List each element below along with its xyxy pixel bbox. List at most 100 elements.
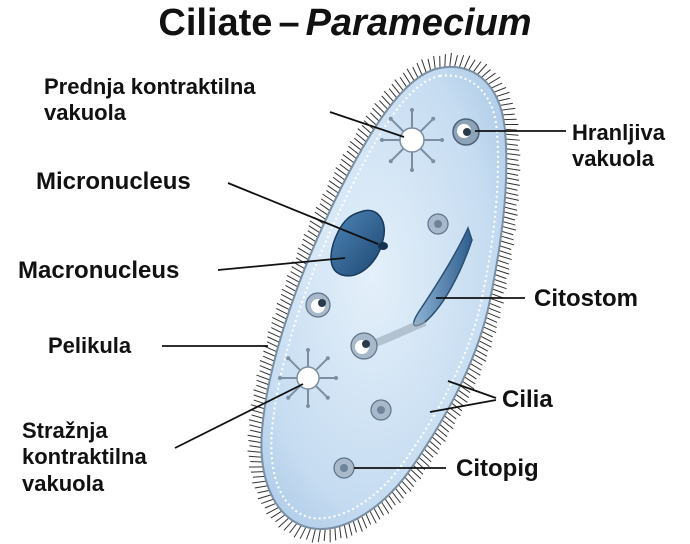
cilium (370, 113, 379, 121)
cilium (362, 516, 367, 528)
cilium (505, 129, 517, 130)
cilium (424, 449, 433, 457)
cilium (505, 197, 519, 200)
cilium (366, 513, 371, 524)
cilium (249, 446, 261, 448)
cilium (498, 255, 512, 259)
label-prednja-line2: vakuola (44, 100, 256, 126)
cilium (272, 323, 284, 329)
cilium (257, 375, 270, 380)
cilium (249, 456, 262, 457)
cilium (480, 336, 492, 342)
cilium (312, 529, 315, 543)
vacuole-center (400, 128, 424, 152)
cilium (347, 151, 357, 159)
vacuole-canal-tip (278, 376, 282, 380)
label-straznja-line3: vakuola (22, 471, 147, 497)
cilium (266, 507, 278, 514)
cilium (489, 303, 500, 307)
cilium (249, 425, 262, 428)
cilium (450, 53, 452, 67)
cilium (506, 144, 518, 145)
vacuole-canal-tip (326, 356, 330, 360)
cilium (506, 183, 520, 186)
cilium (497, 260, 509, 264)
cilium (335, 527, 336, 540)
cilium (506, 139, 520, 140)
cilium (302, 244, 312, 250)
cilium (488, 77, 500, 84)
cilium (324, 529, 325, 541)
cilium (466, 372, 476, 379)
cilium (333, 177, 343, 184)
cilium (445, 54, 446, 67)
cilium (474, 354, 486, 361)
cilium (447, 412, 457, 420)
cilium (349, 523, 352, 536)
food-vacuole (306, 293, 330, 317)
cilium (495, 275, 506, 279)
cilium (379, 100, 387, 109)
cilium (250, 461, 262, 462)
cilium (294, 525, 301, 537)
cilium (285, 285, 296, 291)
cilium (400, 77, 407, 87)
cilium (272, 317, 285, 323)
cilium (481, 70, 490, 78)
cilium (473, 62, 481, 73)
cilium (494, 88, 506, 93)
cilium (403, 73, 410, 84)
cilium (385, 498, 392, 509)
cilium (506, 178, 519, 180)
cilium (357, 518, 362, 531)
vacuole-canal-tip (410, 108, 414, 112)
vacuole-canal-tip (334, 376, 338, 380)
posterior-contractile-vacuole (278, 348, 338, 408)
cilium (263, 356, 274, 361)
label-citostom: Citostom (534, 285, 638, 314)
cilium (276, 313, 287, 319)
cilium (271, 328, 282, 333)
cilium (459, 55, 463, 67)
cilium (303, 239, 314, 246)
vacuole-canal-tip (286, 356, 290, 360)
cilium (340, 526, 341, 538)
cilium (260, 366, 272, 371)
cilium (408, 473, 416, 482)
cilium (251, 472, 264, 473)
vacuole-canal-tip (306, 348, 310, 352)
label-citopig-text: Citopig (456, 455, 539, 484)
micronucleus (378, 242, 388, 250)
cilium (362, 125, 371, 133)
cilium (318, 529, 320, 542)
cilium (354, 138, 363, 146)
cilium (504, 207, 517, 210)
cilium (353, 521, 356, 533)
cilium (487, 313, 500, 318)
cilium (265, 503, 276, 508)
cilium (407, 69, 414, 81)
cilium (502, 226, 516, 230)
cilium (505, 134, 518, 135)
cytoproct-vacuole (334, 458, 354, 478)
cilium (506, 168, 520, 170)
cilium (340, 164, 350, 171)
vacuole-canal-tip (380, 138, 384, 142)
cilium (502, 231, 514, 235)
cilium (482, 331, 493, 337)
cilium (506, 149, 519, 151)
cilium (485, 322, 497, 327)
cilium (374, 508, 380, 520)
cilium (503, 222, 516, 225)
cilium (284, 521, 293, 531)
cilium (501, 236, 514, 240)
cilium (308, 231, 318, 238)
label-straznja-kontraktilna-vakuola: Stražnja kontraktilna vakuola (22, 418, 147, 497)
cilium (251, 410, 264, 414)
cilium (464, 377, 475, 384)
cilium (300, 527, 306, 539)
food-vacuole (428, 214, 448, 234)
cilium (256, 380, 268, 385)
cilium (256, 385, 267, 389)
cilium (506, 158, 518, 160)
